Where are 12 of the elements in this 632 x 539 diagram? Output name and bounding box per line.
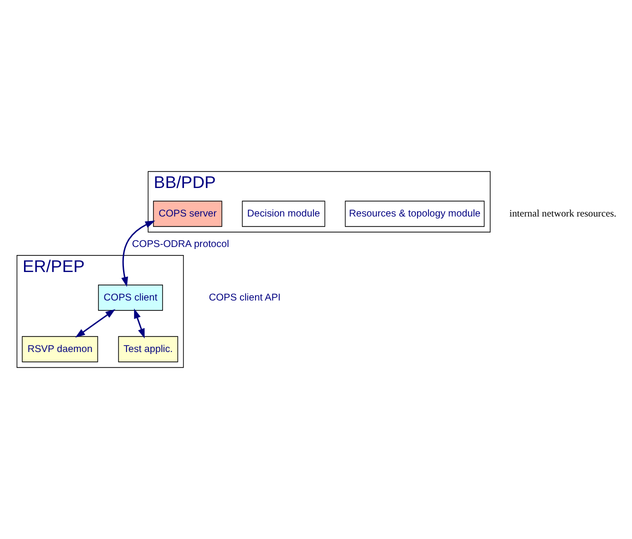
node-box: Test applic. [118, 336, 178, 362]
label: COPS client API [208, 292, 281, 304]
node-box: COPS client [98, 284, 163, 311]
arrow [75, 309, 116, 338]
arrow [134, 308, 145, 338]
node-box: COPS server [153, 200, 222, 227]
node-box: Decision module [242, 200, 326, 227]
arrow [121, 220, 156, 287]
edge-label: COPS-ODRA protocol [132, 239, 230, 250]
label: internal network resources. [509, 208, 616, 220]
node-box: Resources & topology module [344, 200, 485, 227]
node-box: RSVP daemon [22, 336, 98, 362]
